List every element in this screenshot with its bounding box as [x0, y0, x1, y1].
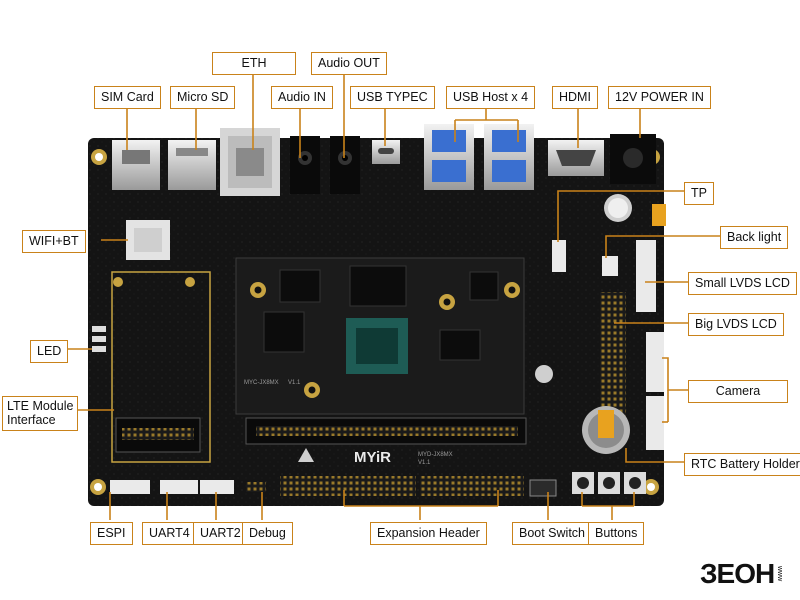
chip [279, 269, 321, 303]
label-sim-card: SIM Card [94, 86, 161, 109]
lte-area [111, 271, 211, 463]
module-silkscreen: MYC-JX8MX [244, 380, 279, 386]
label-big-lvds: Big LVDS LCD [688, 313, 784, 336]
label-led: LED [30, 340, 69, 363]
label-power-in: 12V POWER IN [608, 86, 711, 109]
memory-chip [349, 265, 407, 307]
expansion-header-left [280, 476, 416, 496]
led-indicator [92, 336, 106, 342]
label-buttons: Buttons [588, 522, 645, 545]
debug-header [246, 482, 266, 492]
label-audio-out: Audio OUT [311, 52, 387, 75]
label-usb-typec: USB TYPEC [350, 86, 435, 109]
uart4-connector [160, 480, 198, 494]
label-tp: TP [684, 182, 714, 205]
label-wifi-bt: WIFI+BT [22, 230, 86, 253]
label-camera: Camera [688, 380, 788, 403]
sim-card-slot [112, 140, 160, 190]
label-rtc-battery: RTC Battery Holder [684, 453, 800, 476]
led-indicator [92, 346, 106, 352]
brand-silkscreen: MYiR [354, 449, 391, 466]
camera-connector [646, 396, 664, 450]
warning-triangle [298, 448, 314, 462]
chip [439, 329, 481, 361]
espi-connector [110, 480, 150, 494]
label-usb-host: USB Host x 4 [446, 86, 536, 109]
label-eth: ETH [212, 52, 296, 75]
backlight-connector [602, 256, 618, 276]
label-hdmi: HDMI [552, 86, 598, 109]
label-espi: ESPI [90, 522, 133, 545]
label-boot-switch: Boot Switch [512, 522, 593, 545]
camera-connector [646, 332, 664, 392]
label-back-light: Back light [720, 226, 789, 249]
expansion-header-right [420, 476, 524, 496]
label-expansion-header: Expansion Header [370, 522, 487, 545]
watermark-subtext: www [776, 566, 784, 582]
boot-switch [529, 479, 557, 497]
chip [263, 311, 305, 353]
label-uart2: UART2 [193, 522, 248, 545]
chip [469, 271, 499, 301]
label-uart4: UART4 [142, 522, 197, 545]
label-micro-sd: Micro SD [170, 86, 236, 109]
uart2-connector [200, 480, 234, 494]
watermark-text: ЗЕОН [700, 558, 775, 589]
label-lte-module: LTE Module Interface [2, 396, 79, 431]
label-audio-in: Audio IN [271, 86, 333, 109]
watermark-logo: ЗЕОН www [700, 560, 783, 588]
module-version-silkscreen: V1.1 [288, 380, 301, 386]
board-silkscreen: MYD-JX8MX [418, 452, 453, 458]
board-version-silkscreen: V1.1 [418, 460, 431, 466]
big-lvds-header [600, 292, 626, 416]
label-debug: Debug [242, 522, 293, 545]
tp-connector [552, 240, 566, 272]
led-indicator [92, 326, 106, 332]
label-small-lvds: Small LVDS LCD [688, 272, 797, 295]
micro-sd-slot [168, 140, 216, 190]
small-lvds-connector [636, 240, 656, 312]
